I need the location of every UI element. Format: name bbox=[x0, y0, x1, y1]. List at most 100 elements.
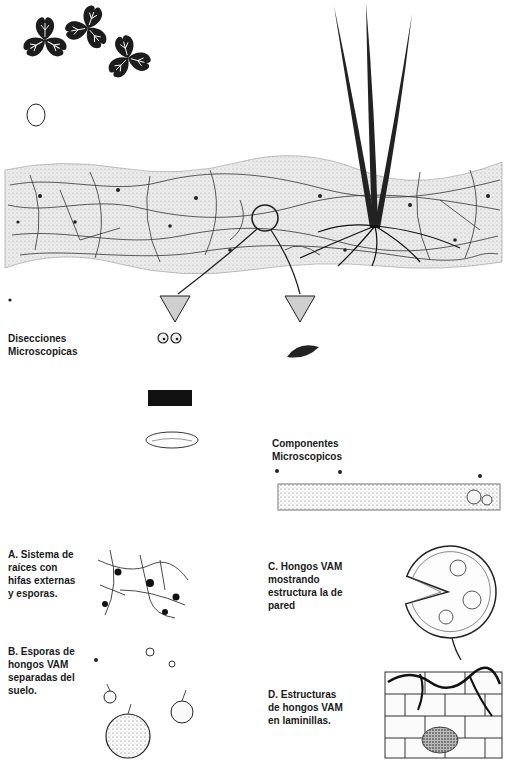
caption-label: B. Esporas de hongos VAM separadas del s… bbox=[8, 645, 80, 697]
grass-plant bbox=[300, 226, 375, 258]
soil-band bbox=[38, 194, 42, 198]
grass-plant bbox=[372, 226, 377, 266]
zoom-arrows bbox=[252, 205, 278, 231]
grass-plant bbox=[374, 14, 412, 228]
separated-spores bbox=[169, 661, 175, 667]
dissection-items bbox=[171, 333, 181, 343]
clover-plant bbox=[21, 4, 152, 126]
dissection-items bbox=[176, 338, 179, 341]
hyphae-spores bbox=[98, 550, 188, 618]
zoom-arrows bbox=[178, 229, 257, 294]
root-cells bbox=[388, 668, 500, 688]
soil-band bbox=[465, 170, 476, 258]
root-cells bbox=[385, 668, 502, 758]
soil-band bbox=[16, 220, 19, 223]
soil-band bbox=[5, 156, 502, 274]
root-cells bbox=[418, 674, 423, 710]
separated-spores bbox=[107, 684, 186, 714]
zoom-arrows bbox=[271, 230, 300, 294]
hyphae-spores bbox=[98, 550, 188, 618]
clover-plant bbox=[21, 17, 69, 59]
soil-band bbox=[205, 170, 216, 255]
caption-label: D. Estructuras de hongos VAM en laminill… bbox=[268, 688, 348, 727]
hyphae-spores bbox=[102, 569, 180, 616]
soil-band bbox=[486, 194, 490, 198]
soil-band bbox=[8, 195, 500, 217]
soil-band bbox=[60, 190, 120, 240]
separated-spores bbox=[106, 714, 150, 758]
grass-plant bbox=[338, 226, 375, 266]
soil-band bbox=[10, 174, 500, 197]
soil-band bbox=[453, 238, 457, 242]
grass-plant bbox=[300, 225, 460, 266]
spore-wall bbox=[406, 546, 496, 660]
soil-band bbox=[8, 188, 490, 302]
soil-band bbox=[285, 246, 320, 255]
soil-band bbox=[90, 172, 101, 258]
spore-wall bbox=[406, 546, 496, 638]
spore-wall bbox=[450, 560, 466, 576]
spore-wall bbox=[452, 638, 461, 660]
spore-wall bbox=[463, 591, 481, 609]
component-items bbox=[482, 495, 492, 505]
caption-label: A. Sistema de raíces con hifas externas … bbox=[8, 548, 80, 600]
hyphae-spores bbox=[146, 579, 154, 587]
hyphae-spores bbox=[160, 560, 165, 590]
component-items bbox=[478, 474, 482, 478]
component-items bbox=[275, 345, 500, 510]
soil-band bbox=[168, 224, 172, 228]
grass-plant bbox=[318, 225, 375, 232]
dissection-items bbox=[148, 390, 192, 406]
clover-plant bbox=[21, 32, 50, 59]
component-items bbox=[467, 490, 481, 504]
soil-band bbox=[8, 298, 11, 301]
component-items bbox=[275, 469, 279, 473]
grass-plant bbox=[366, 3, 378, 228]
hyphae-spores bbox=[173, 594, 180, 601]
component-items bbox=[287, 345, 319, 357]
clover-plant bbox=[27, 104, 45, 126]
root-cells bbox=[422, 727, 458, 753]
root-cells bbox=[385, 672, 502, 758]
root-cells bbox=[385, 672, 502, 758]
caption-label: Componentes Microscopicos bbox=[272, 437, 362, 463]
soil-band bbox=[318, 194, 322, 198]
hyphae-spores bbox=[120, 590, 185, 605]
clover-plant bbox=[64, 4, 109, 52]
hyphae-spores bbox=[140, 555, 175, 618]
caption-label: C. Hongos VAM mostrando estructura la de… bbox=[268, 560, 348, 612]
soil-band bbox=[147, 176, 160, 262]
soil-band bbox=[408, 203, 412, 207]
soil-band bbox=[194, 196, 198, 200]
spore-wall bbox=[412, 552, 491, 632]
clover-plant bbox=[36, 17, 54, 40]
soil-band bbox=[116, 188, 120, 192]
soil-band bbox=[5, 156, 502, 302]
clover-plant bbox=[40, 32, 69, 59]
root-cells bbox=[470, 677, 492, 716]
separated-spores bbox=[94, 648, 193, 758]
clover-plant bbox=[126, 49, 153, 73]
hyphae-spores bbox=[162, 609, 168, 615]
hyphae-spores bbox=[100, 585, 125, 595]
soil-band bbox=[343, 248, 347, 252]
clover-plant bbox=[106, 52, 135, 81]
soil-band bbox=[20, 246, 498, 261]
dissection-items bbox=[146, 333, 198, 448]
soil-band bbox=[417, 172, 430, 260]
dissection-items bbox=[163, 338, 166, 341]
zoom-arrows bbox=[160, 296, 190, 322]
soil-band bbox=[8, 170, 500, 262]
soil-band bbox=[73, 220, 77, 224]
soil-band bbox=[5, 156, 502, 274]
grass-plant bbox=[300, 3, 460, 266]
soil-band bbox=[230, 200, 243, 240]
grass-plant bbox=[375, 226, 420, 262]
spore-wall bbox=[439, 610, 453, 624]
dissection-items bbox=[158, 333, 168, 343]
separated-spores bbox=[171, 701, 193, 723]
hyphae-spores bbox=[115, 569, 122, 576]
separated-spores bbox=[94, 658, 98, 662]
component-items bbox=[338, 470, 342, 474]
separated-spores bbox=[104, 691, 116, 703]
